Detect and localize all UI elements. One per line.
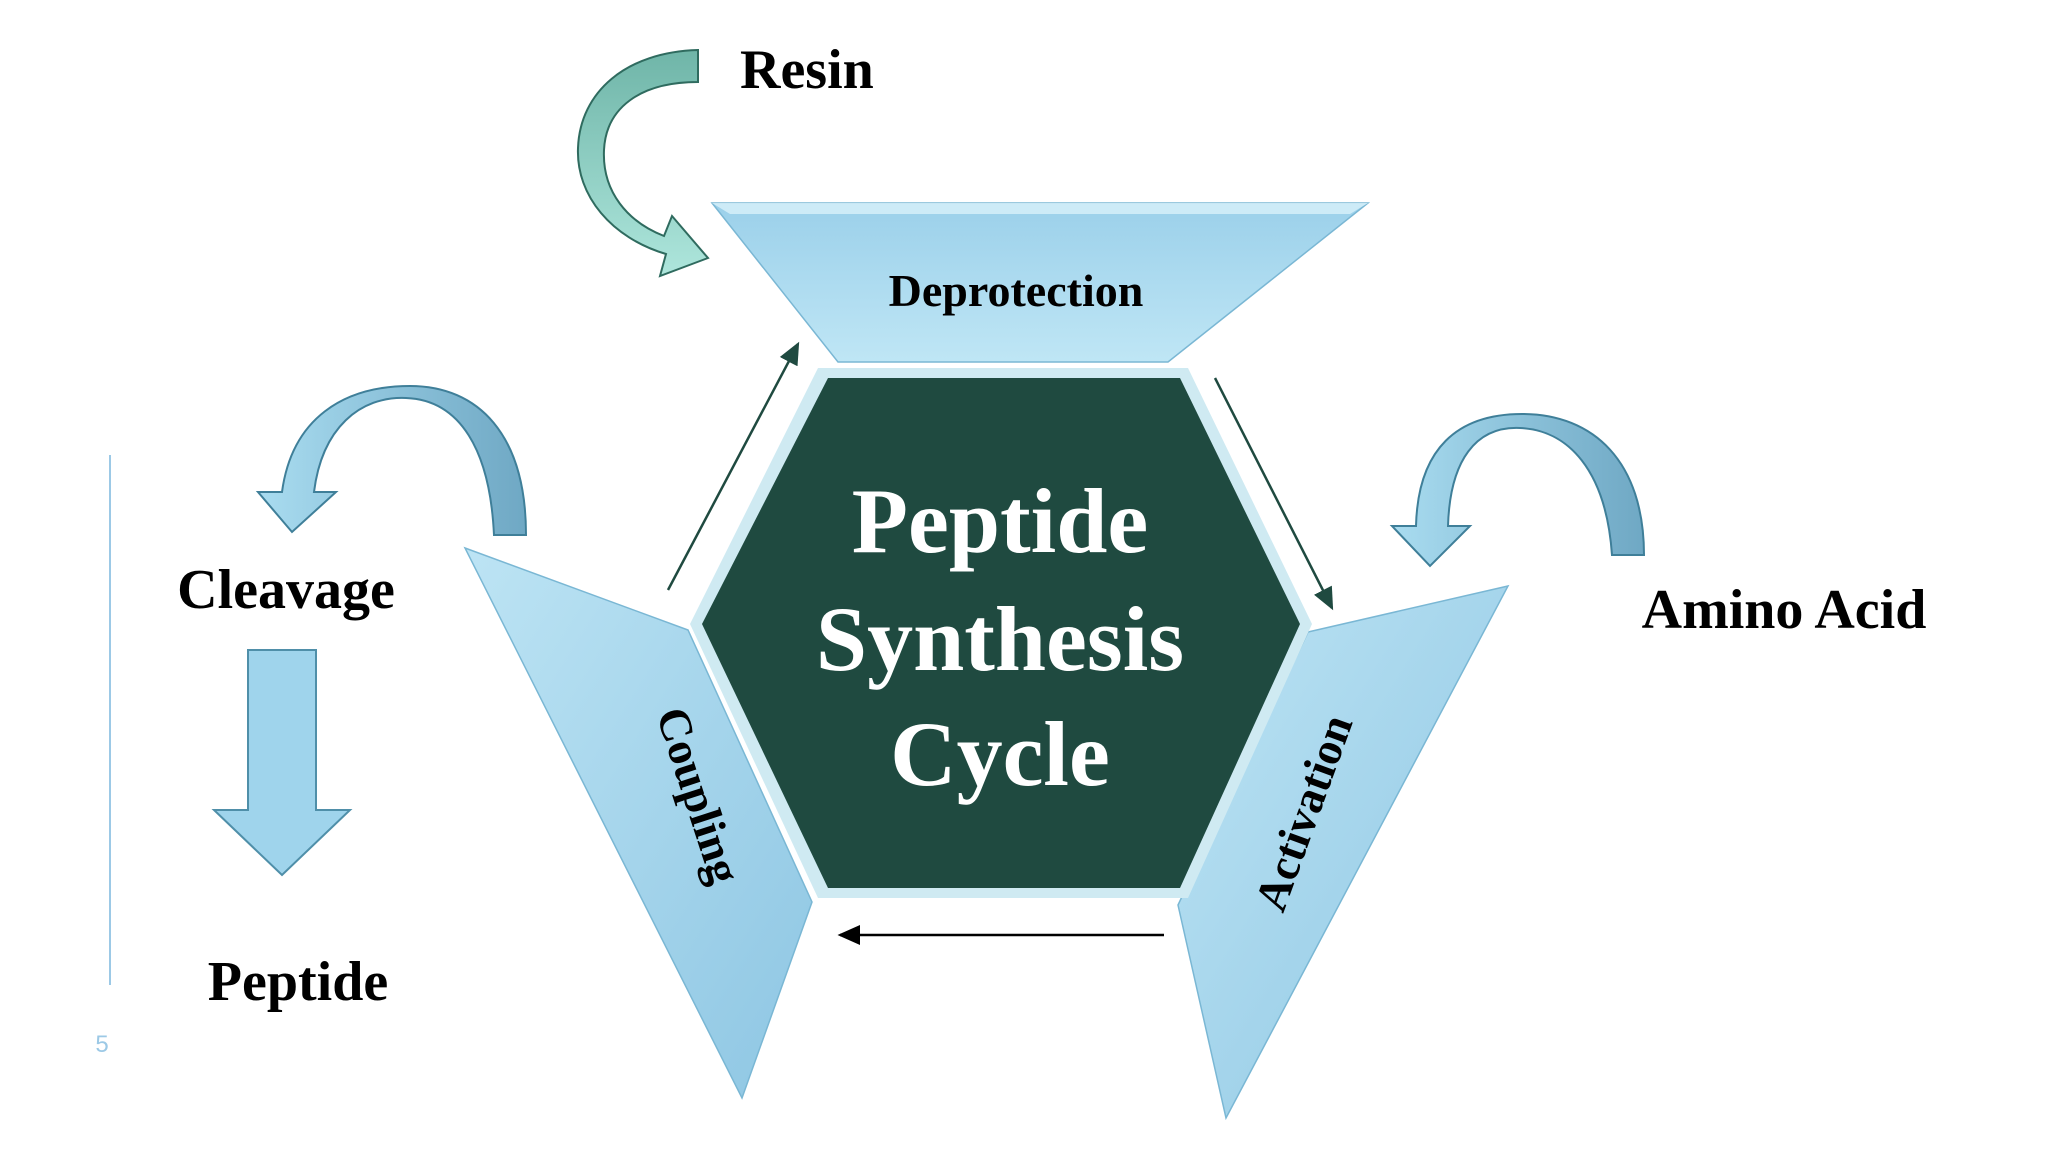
page-number: 5 [95,1031,108,1058]
deprotection-to-activation-arrow [1213,377,1334,611]
cleavage-curved-arrow [255,384,528,536]
amino-acid-label: Amino Acid [1642,579,1927,641]
coupling-to-deprotection-arrow [666,341,800,591]
coupling-panel: Coupling [463,546,813,1100]
resin-curved-arrow [576,48,710,278]
amino-acid-curved-arrow [1389,412,1646,568]
deprotection-panel: Deprotection [710,202,1371,363]
peptide-label: Peptide [208,951,388,1013]
center-title-line1: Peptide [852,470,1148,572]
cleavage-label: Cleavage [177,559,395,621]
deprotection-label: Deprotection [889,265,1144,316]
resin-label: Resin [740,39,874,101]
center-hexagon: Peptide Synthesis Cycle [690,368,1312,898]
center-title-line2: Synthesis [816,588,1184,690]
center-title-line3: Cycle [890,703,1110,805]
down-arrow [211,649,353,877]
